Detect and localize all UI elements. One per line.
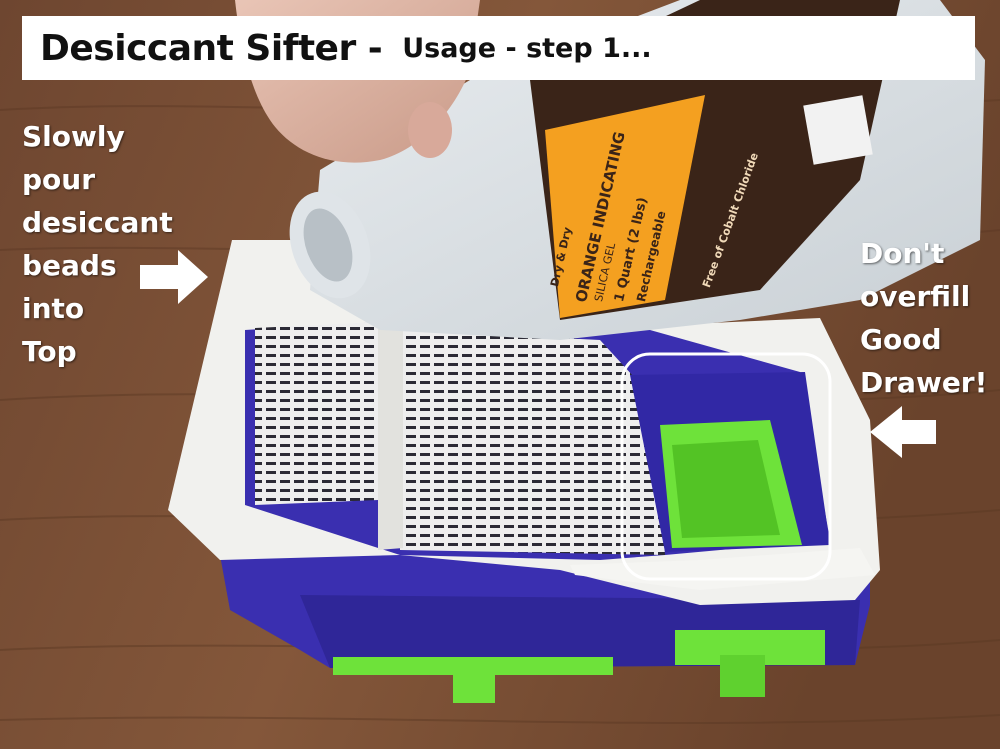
arrow-left-icon <box>870 406 936 458</box>
good-drawer-inner <box>672 440 780 538</box>
right-line: overfill <box>860 280 971 313</box>
left-instruction: Slowly pour desiccant beads into Top <box>22 115 173 373</box>
left-line: beads <box>22 249 117 282</box>
bottle-label-orange <box>545 95 705 318</box>
left-line: pour <box>22 163 96 196</box>
fingernail <box>408 102 452 158</box>
foot-left <box>453 663 495 703</box>
qr-code <box>803 95 873 165</box>
highlight-outline <box>620 352 832 581</box>
title-main: Desiccant Sifter - <box>40 27 383 69</box>
left-line: desiccant <box>22 206 173 239</box>
left-sieve-grid <box>255 322 378 505</box>
right-line: Don't <box>860 237 945 270</box>
center-sieve-grid <box>400 330 665 555</box>
bottle-neck <box>289 191 371 299</box>
left-line: Top <box>22 335 77 368</box>
title-sub: Usage - step 1... <box>402 32 652 64</box>
left-line: Slowly <box>22 120 125 153</box>
arrow-right-icon <box>140 250 208 304</box>
foot-right <box>720 655 765 697</box>
right-line: Drawer! <box>860 366 988 399</box>
right-warning: Don't overfill Good Drawer! <box>860 232 987 404</box>
left-line: into <box>22 292 85 325</box>
right-line: Good <box>860 323 942 356</box>
divider-wall <box>378 320 403 550</box>
title-banner: Desiccant Sifter - Usage - step 1... <box>22 16 975 80</box>
